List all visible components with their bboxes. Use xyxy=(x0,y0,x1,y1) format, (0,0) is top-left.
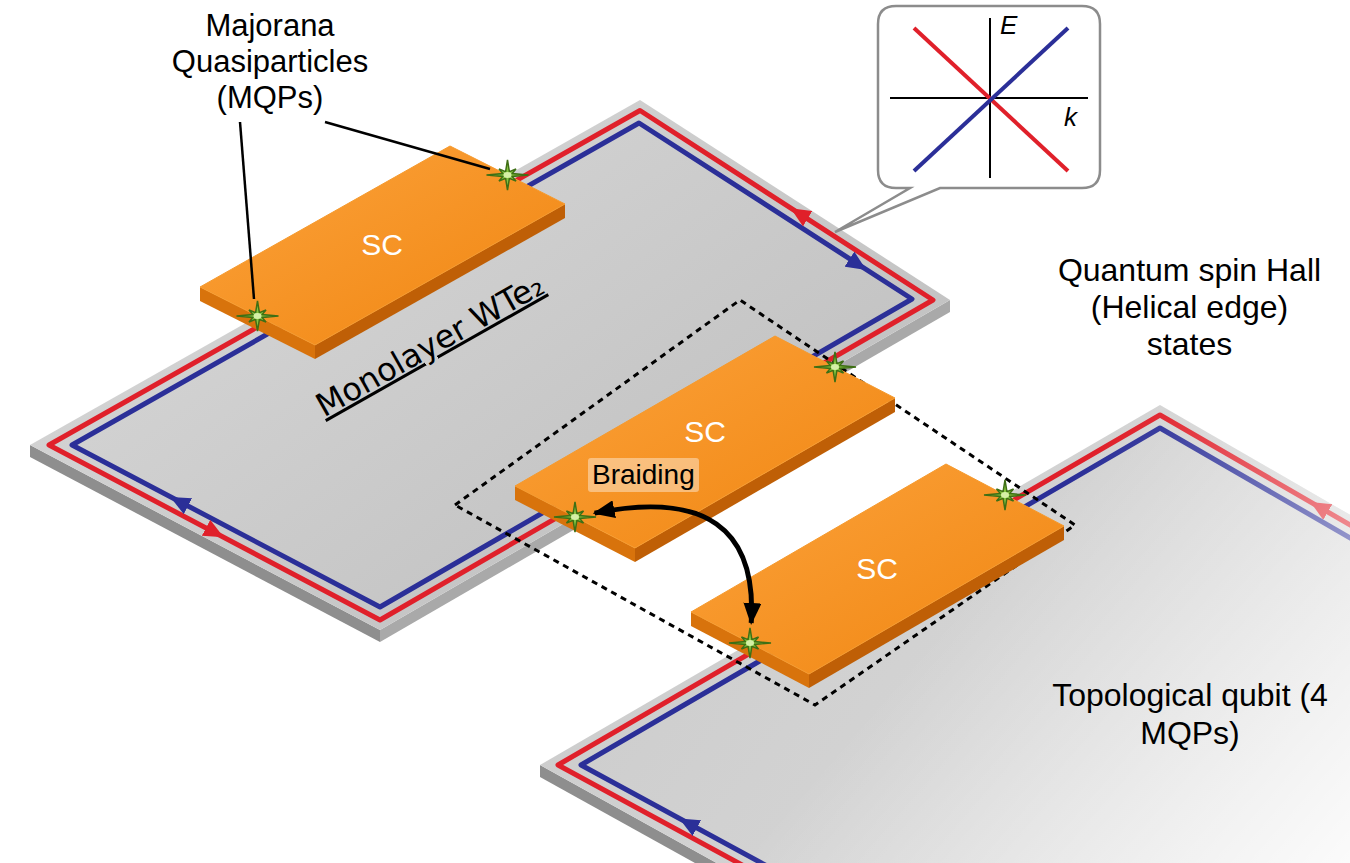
callout-label-holder: Quantum spin Hall (Helical edge) states xyxy=(1052,252,1327,363)
sc-label: SC xyxy=(684,414,726,450)
majorana-star xyxy=(554,502,596,532)
axis-label-holder: k xyxy=(1064,102,1094,132)
majorana-star xyxy=(237,301,279,331)
edge-state-red xyxy=(49,111,933,621)
material-label-holder: Monolayer WTe₂ xyxy=(180,325,680,365)
leader-line xyxy=(240,122,254,299)
majorana-star xyxy=(729,628,771,658)
leader-line xyxy=(325,122,490,169)
callout-label-holder: Majorana Quasiparticles (MQPs) xyxy=(150,8,390,116)
edge-arrow xyxy=(799,213,801,215)
star-highlight xyxy=(831,364,839,370)
callout-label: Quantum spin Hall (Helical edge) states xyxy=(1052,252,1327,363)
superconductor-pad: SC xyxy=(691,464,1064,688)
majorana-star xyxy=(984,480,1026,510)
sc-top xyxy=(691,464,1064,674)
callout-label: Majorana Quasiparticles (MQPs) xyxy=(150,8,390,116)
node-shape xyxy=(878,6,1100,188)
sc-label-holder: SC xyxy=(817,551,937,587)
star-highlight xyxy=(571,514,579,520)
edge-label: Braiding xyxy=(588,458,699,492)
qubit-heading: Topological qubit (4 MQPs) xyxy=(1050,676,1330,752)
fade-overlay xyxy=(540,405,1350,863)
qubit-heading-holder: Topological qubit (4 MQPs) xyxy=(1050,676,1330,752)
edge-label-holder: Braiding xyxy=(588,458,728,492)
dispersion-red xyxy=(914,28,1068,171)
edge-arrow xyxy=(857,264,859,266)
dispersion-blue xyxy=(914,28,1068,171)
star-highlight xyxy=(504,172,512,178)
star-highlight xyxy=(254,313,262,319)
axis-label: E xyxy=(1000,10,1017,40)
star-highlight xyxy=(1001,492,1009,498)
edge-state-blue xyxy=(72,123,912,607)
axis-label-holder: E xyxy=(1000,10,1030,40)
edge-arrow xyxy=(179,501,181,502)
sc-label-holder: SC xyxy=(645,414,765,450)
star-highlight xyxy=(746,640,754,646)
dispersion-inset: Ek xyxy=(878,6,1100,188)
edge-arrow xyxy=(214,532,216,533)
majorana-star xyxy=(487,160,529,190)
monolayer-strip xyxy=(540,405,1350,863)
sc-label: SC xyxy=(361,227,403,263)
axis-label: k xyxy=(1064,102,1077,132)
callout-bubble xyxy=(835,6,1100,232)
qubit-region: Topological qubit (4 MQPs)SCSC xyxy=(455,300,1075,705)
majorana-star xyxy=(814,352,856,382)
sc-label-holder: SC xyxy=(322,227,442,263)
sc-label: SC xyxy=(856,551,898,587)
braiding-arrow xyxy=(595,507,752,623)
dashed-outline xyxy=(455,300,1075,705)
sc-top xyxy=(515,336,895,548)
superconductor-pad: SC xyxy=(200,146,565,359)
